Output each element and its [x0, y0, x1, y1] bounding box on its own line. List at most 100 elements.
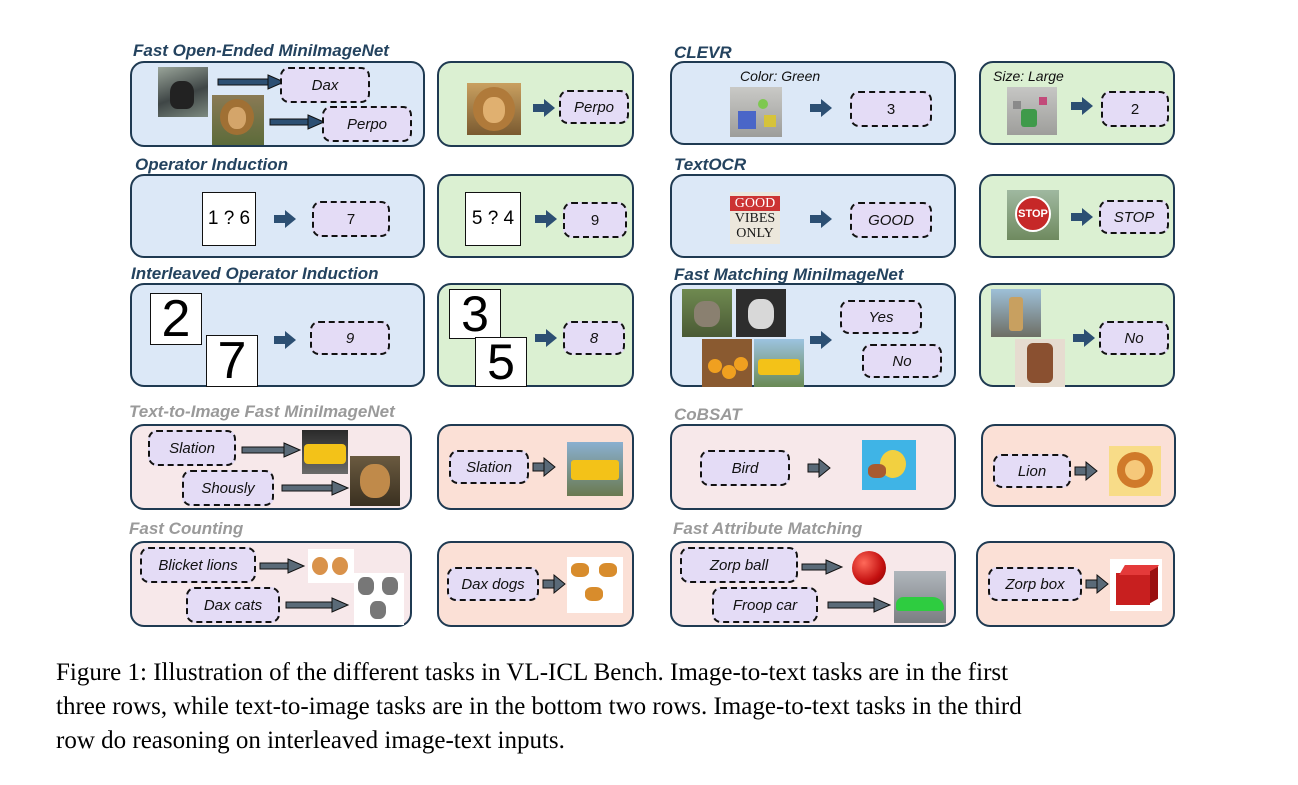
support-panel-fast-open-ended: Dax Perpo [130, 61, 425, 147]
school-bus-image [567, 442, 623, 496]
caption-line: row do reasoning on interleaved image-te… [56, 727, 565, 754]
support-panel-fast-attribute: Zorp ball Froop car [670, 541, 956, 627]
query-panel-fast-matching: No [979, 283, 1175, 387]
hourglass-image [991, 289, 1041, 337]
arrow-icon [285, 597, 350, 613]
label-perpo-query: Perpo [559, 90, 629, 124]
arrow-icon [1085, 573, 1109, 595]
dessert-image [1015, 339, 1065, 387]
two-lions-image [308, 549, 354, 583]
arrow-icon [1074, 460, 1098, 482]
oranges-image [702, 339, 752, 387]
cartoon-lion-image [1109, 446, 1161, 496]
label-answer-3: 3 [850, 91, 932, 127]
good-vibes-only-image: GOOD VIBES ONLY [730, 192, 780, 244]
task-title-cobsat: CoBSAT [674, 405, 742, 424]
arrow-icon [1071, 97, 1093, 115]
support-panel-clevr: Color: Green 3 [670, 61, 956, 145]
prompt-size-large: Size: Large [993, 68, 1064, 84]
arrow-icon [801, 559, 844, 575]
arrow-icon [274, 331, 296, 349]
golden-retriever-image [350, 456, 400, 506]
arrow-icon [269, 114, 326, 130]
husky-image [736, 289, 786, 337]
arrow-icon [542, 573, 566, 595]
task-title-fast-open-ended: Fast Open-Ended MiniImageNet [133, 41, 389, 60]
task-title-fast-matching: Fast Matching MiniImageNet [674, 265, 904, 284]
task-title-clevr: CLEVR [674, 43, 732, 62]
task-title-interleaved-operator-induction: Interleaved Operator Induction [131, 264, 379, 283]
task-title-textocr: TextOCR [674, 155, 747, 174]
task-title-text-to-image: Text-to-Image Fast MiniImageNet [129, 402, 395, 421]
label-slation: Slation [148, 430, 236, 466]
arrow-icon [827, 597, 892, 613]
support-panel-textocr: GOOD VIBES ONLY GOOD [670, 174, 956, 258]
label-answer-7: 7 [312, 201, 390, 237]
label-blicket-lions: Blicket lions [140, 547, 256, 583]
digit-image: 5 [475, 334, 527, 390]
arrow-icon [532, 456, 556, 478]
query-panel-fast-counting: Dax dogs [437, 541, 634, 627]
green-car-image [894, 571, 946, 623]
label-no: No [862, 344, 942, 378]
label-answer-2: 2 [1101, 91, 1169, 127]
clevr-scene-image [730, 87, 782, 137]
arrow-icon [217, 74, 286, 90]
support-panel-fast-matching: Yes No [670, 283, 956, 387]
expression-image: 1 ? 6 [202, 192, 256, 246]
red-box-image [1110, 559, 1162, 611]
task-title-operator-induction: Operator Induction [135, 155, 288, 174]
label-bird: Bird [700, 450, 790, 486]
figure-caption: Figure 1: Illustration of the different … [56, 656, 1244, 758]
query-panel-fast-attribute: Zorp box [976, 541, 1175, 627]
label-no-query: No [1099, 321, 1169, 355]
arrow-icon [810, 210, 832, 228]
support-panel-operator-induction: 1 ? 6 7 [130, 174, 425, 258]
label-slation-query: Slation [449, 450, 529, 484]
digit-image: 7 [206, 332, 258, 390]
arrow-icon [281, 480, 350, 496]
label-zorp-box: Zorp box [988, 567, 1082, 601]
caption-line: Figure 1: Illustration of the different … [56, 659, 1009, 686]
label-froop-car: Froop car [712, 587, 818, 623]
query-panel-text-to-image: Slation [437, 424, 634, 510]
cartoon-bird-image [862, 440, 916, 490]
clevr-scene-image [1007, 87, 1057, 135]
label-good: GOOD [850, 202, 932, 238]
label-shously: Shously [182, 470, 274, 506]
arrow-icon [535, 329, 557, 347]
arrow-icon [533, 99, 555, 117]
digit-image: 3 [449, 286, 501, 342]
three-cats-image [354, 573, 404, 625]
label-answer-9: 9 [310, 321, 390, 355]
label-yes: Yes [840, 300, 922, 334]
arrow-icon [807, 457, 831, 479]
query-panel-fast-open-ended: Perpo [437, 61, 634, 147]
label-dax-cats: Dax cats [186, 587, 280, 623]
label-dax-dogs: Dax dogs [447, 567, 539, 601]
query-panel-textocr: STOP STOP [979, 174, 1175, 258]
arrow-icon [810, 331, 832, 349]
support-panel-interleaved: 2 7 9 [130, 283, 425, 390]
support-panel-text-to-image: Slation Shously [130, 424, 412, 510]
expression-image: 5 ? 4 [465, 192, 521, 246]
stop-sign-image: STOP [1007, 190, 1059, 240]
school-bus-image [302, 430, 348, 474]
label-stop: STOP [1099, 200, 1169, 234]
caption-line: three rows, while text-to-image tasks ar… [56, 693, 1022, 720]
arrow-icon [241, 442, 302, 458]
lion-image [467, 83, 521, 135]
school-bus-image [754, 339, 804, 387]
red-ball-image [852, 551, 886, 585]
query-panel-clevr: Size: Large 2 [979, 61, 1175, 145]
arrow-icon [259, 558, 306, 574]
query-panel-cobsat: Lion [981, 424, 1176, 507]
query-panel-interleaved: 3 5 8 [437, 283, 634, 390]
arrow-icon [1071, 208, 1093, 226]
support-panel-fast-counting: Blicket lions Dax cats [130, 541, 412, 627]
three-dogs-image [567, 557, 623, 613]
arrow-icon [535, 210, 557, 228]
arrow-icon [274, 210, 296, 228]
support-panel-cobsat: Bird [670, 424, 956, 510]
lion-image [212, 95, 264, 145]
